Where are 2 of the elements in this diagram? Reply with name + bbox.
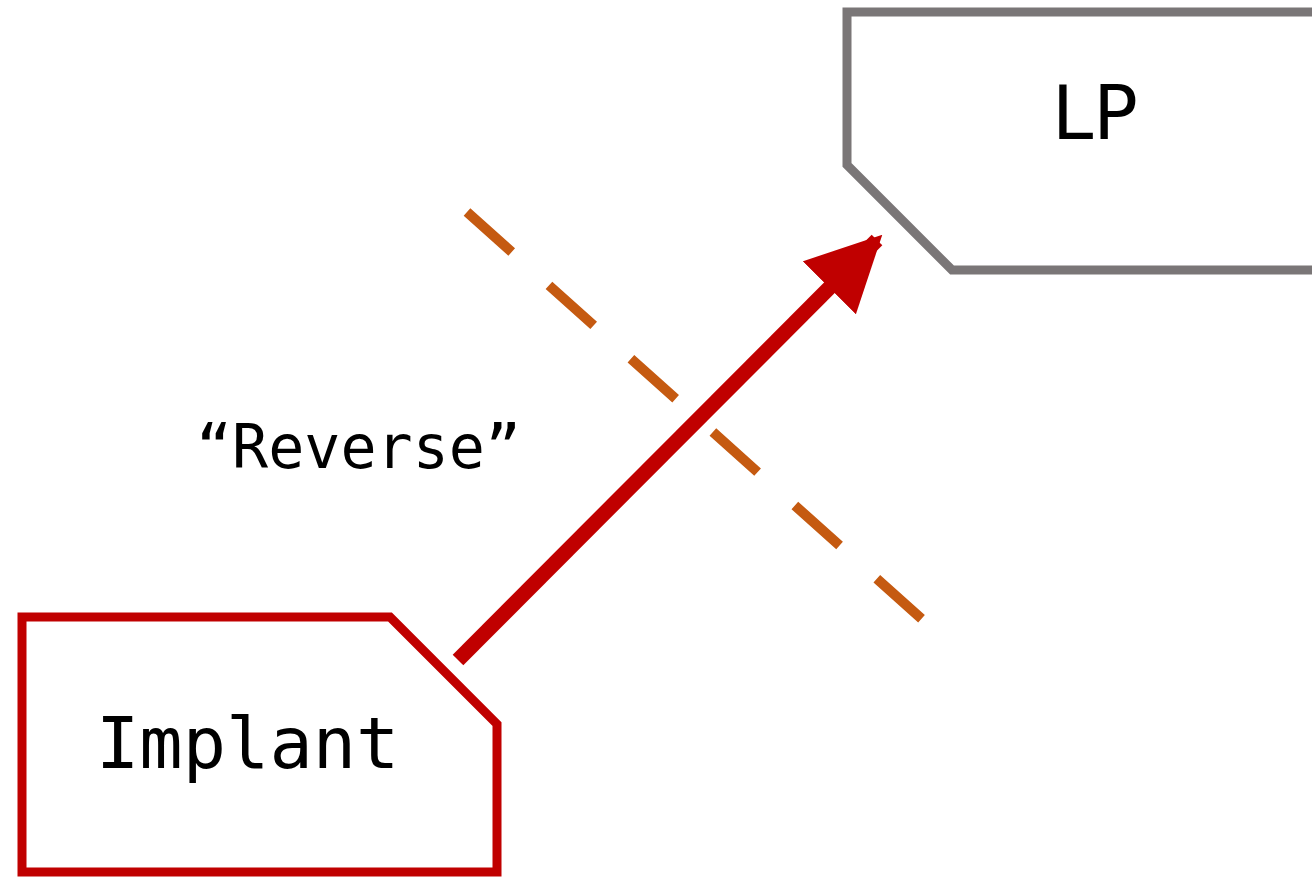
node-label: LP [1052,76,1138,150]
arrow [452,234,883,666]
